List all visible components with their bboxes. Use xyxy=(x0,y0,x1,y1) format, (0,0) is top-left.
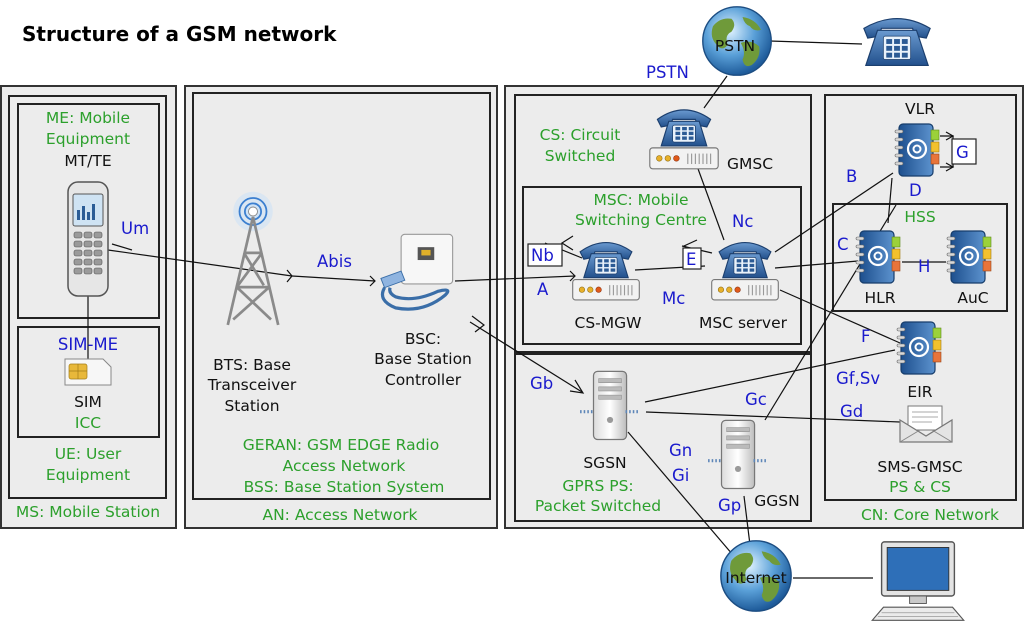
bts-label-line1: BTS: Base xyxy=(213,356,291,374)
e-interface-box xyxy=(682,247,702,270)
mt-te-label: MT/TE xyxy=(64,152,111,170)
interface-f: F xyxy=(861,327,871,346)
auc-label: AuC xyxy=(957,289,988,307)
interface-abis: Abis xyxy=(317,252,352,271)
mobile-phone-icon xyxy=(67,181,109,297)
me-label-line1: ME: Mobile xyxy=(46,109,130,127)
sgsn-label: SGSN xyxy=(583,454,626,472)
vlr-label: VLR xyxy=(905,100,935,118)
ue-label-line2: Equipment xyxy=(46,466,130,484)
eir-address-book-icon xyxy=(895,320,943,376)
region-geran xyxy=(192,92,491,500)
interface-a: A xyxy=(537,280,549,299)
bts-label-line2: Transceiver xyxy=(207,376,297,394)
msc-label-line2: Switching Centre xyxy=(575,211,707,229)
bts-label-line3: Station xyxy=(224,397,279,415)
sms-gmsc-label: SMS-GMSC xyxy=(877,458,962,476)
interface-gd: Gd xyxy=(840,402,863,421)
cn-label: CN: Core Network xyxy=(861,506,999,524)
nb-interface-box xyxy=(527,243,563,267)
interface-pstn: PSTN xyxy=(646,63,689,82)
interface-h: H xyxy=(918,257,930,276)
pstn-node-label: PSTN xyxy=(715,37,755,55)
ps-cs-label: PS & CS xyxy=(889,478,951,496)
bsc-label-line1: BSC: xyxy=(405,330,441,348)
sim-label: SIM xyxy=(74,393,102,411)
interface-g: G xyxy=(956,143,969,162)
interface-nb: Nb xyxy=(531,246,554,265)
bsc-label-line2: Base Station xyxy=(374,350,472,368)
computer-icon xyxy=(871,541,965,621)
interface-gi: Gi xyxy=(672,466,689,485)
interface-gb: Gb xyxy=(530,374,553,393)
an-label: AN: Access Network xyxy=(262,506,417,524)
interface-gf-sv: Gf,Sv xyxy=(836,369,880,388)
bss-label: BSS: Base Station System xyxy=(244,478,445,496)
geran-label-line2: Access Network xyxy=(283,457,406,475)
region-gprs xyxy=(514,353,812,522)
msc-label-line1: MSC: Mobile xyxy=(593,191,688,209)
gprs-label-line2: Packet Switched xyxy=(535,497,661,515)
interface-mc: Mc xyxy=(662,289,685,308)
interface-d: D xyxy=(909,181,922,200)
interface-gc: Gc xyxy=(745,390,767,409)
msc-server-label: MSC server xyxy=(699,314,788,332)
ms-label: MS: Mobile Station xyxy=(16,503,160,521)
ue-label-line1: UE: User xyxy=(55,445,122,463)
interface-gp: Gp xyxy=(718,496,741,515)
sim-me-label: SIM-ME xyxy=(58,335,118,354)
sim-card-icon xyxy=(64,358,112,386)
ggsn-label: GGSN xyxy=(754,492,799,510)
hlr-label: HLR xyxy=(864,289,895,307)
interface-um: Um xyxy=(121,219,149,238)
gprs-label-line1: GPRS PS: xyxy=(562,477,633,495)
cs-label-line2: Switched xyxy=(545,147,616,165)
interface-b: B xyxy=(846,167,857,186)
cs-label-line1: CS: Circuit xyxy=(540,126,621,144)
gmsc-label: GMSC xyxy=(727,155,773,173)
me-label-line2: Equipment xyxy=(46,130,130,148)
internet-node-label: Internet xyxy=(725,569,787,587)
vlr-address-book-icon xyxy=(893,122,941,178)
diagram-title: Structure of a GSM network xyxy=(22,22,337,46)
g-interface-box xyxy=(951,138,977,165)
eir-label: EIR xyxy=(907,383,932,401)
interface-c: C xyxy=(837,235,849,254)
bsc-label-line3: Controller xyxy=(385,371,462,389)
interface-e: E xyxy=(686,250,696,269)
auc-address-book-icon xyxy=(945,229,993,285)
icc-label: ICC xyxy=(75,414,101,432)
interface-nc: Nc xyxy=(732,212,753,231)
interface-gn: Gn xyxy=(669,441,692,460)
geran-label-line1: GERAN: GSM EDGE Radio xyxy=(243,436,439,454)
hss-label: HSS xyxy=(904,208,935,226)
pstn-phone-icon xyxy=(863,18,931,67)
hlr-address-book-icon xyxy=(854,229,902,285)
cs-mgw-label: CS-MGW xyxy=(575,314,642,332)
